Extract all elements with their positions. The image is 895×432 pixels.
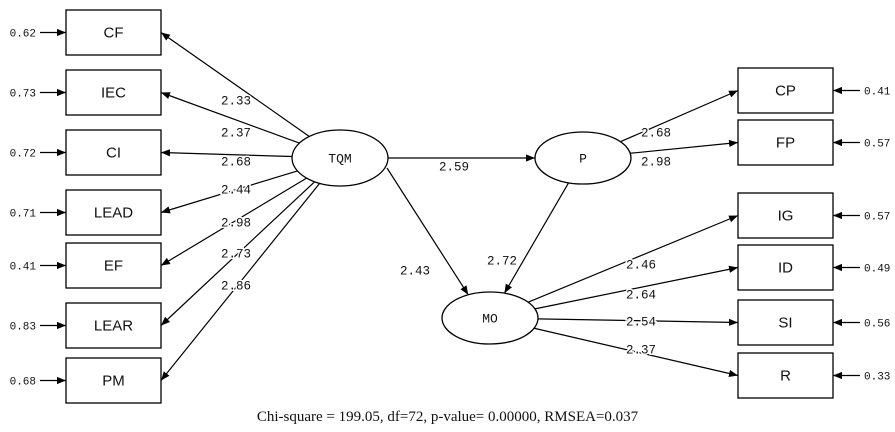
indicator-label-iec: IEC bbox=[101, 84, 126, 101]
loading-value-ig: 2.46 bbox=[626, 258, 656, 272]
error-value-pm: 0.68 bbox=[10, 376, 36, 388]
error-value-ci: 0.72 bbox=[10, 148, 36, 160]
error-value-fp: 0.57 bbox=[864, 138, 890, 150]
error-value-id: 0.49 bbox=[864, 263, 890, 275]
indicator-box-lear bbox=[65, 302, 162, 349]
loading-arrow-fp bbox=[630, 139, 739, 154]
latent-node-mo bbox=[441, 291, 539, 345]
loading-arrow-cp bbox=[620, 89, 739, 143]
latent-node-tqm bbox=[291, 129, 389, 187]
loading-value-cp: 2.68 bbox=[641, 126, 671, 140]
indicator-box-lead bbox=[65, 189, 162, 236]
indicator-box-cf bbox=[65, 9, 162, 56]
loading-value-ci: 2.68 bbox=[221, 155, 251, 169]
indicator-label-ci: CI bbox=[106, 144, 121, 161]
loading-arrow-ci bbox=[160, 149, 293, 158]
indicator-label-lear: LEAR bbox=[94, 317, 133, 334]
error-value-lear: 0.83 bbox=[10, 321, 36, 333]
indicator-label-ig: IG bbox=[778, 207, 794, 224]
loading-arrow-lear bbox=[160, 181, 316, 326]
latent-label-tqm: TQM bbox=[328, 151, 351, 166]
indicator-box-id bbox=[737, 244, 834, 291]
error-value-lead: 0.71 bbox=[10, 208, 37, 220]
error-value-ef: 0.41 bbox=[10, 261, 37, 273]
loading-value-lear: 2.73 bbox=[221, 247, 251, 261]
indicator-box-iec bbox=[65, 69, 162, 116]
indicator-box-si bbox=[737, 299, 834, 346]
fit-statistics: Chi-square = 199.05, df=72, p-value= 0.0… bbox=[256, 409, 639, 425]
loading-arrow-pm bbox=[160, 182, 321, 381]
indicator-label-r: R bbox=[780, 367, 791, 384]
loading-arrow-ig bbox=[527, 214, 739, 303]
latent-label-mo: MO bbox=[482, 311, 498, 326]
latent-label-p: P bbox=[579, 151, 587, 166]
loading-arrow-ef bbox=[160, 177, 307, 267]
indicator-box-fp bbox=[737, 119, 834, 166]
indicator-box-ef bbox=[65, 242, 162, 289]
latent-node-p bbox=[534, 131, 632, 185]
indicator-label-cp: CP bbox=[775, 82, 796, 99]
path-arrow-p-mo bbox=[503, 182, 570, 294]
path-diagram: TQM P MO CF IEC CI LEAD EF LEAR PM CP FP IG ID SI R 2.3… bbox=[10, 9, 891, 404]
error-value-iec: 0.73 bbox=[10, 88, 36, 100]
loading-arrow-lead bbox=[160, 170, 298, 214]
error-value-cp: 0.41 bbox=[864, 86, 891, 98]
loading-value-si: 2.54 bbox=[626, 315, 656, 329]
error-value-ig: 0.57 bbox=[864, 211, 890, 223]
loading-value-cf: 2.33 bbox=[221, 94, 251, 108]
indicator-label-ef: EF bbox=[104, 257, 123, 274]
indicator-label-id: ID bbox=[778, 259, 793, 276]
path-value-tqm-p: 2.59 bbox=[439, 160, 469, 174]
indicator-box-cp bbox=[737, 67, 834, 114]
path-value-p-mo: 2.72 bbox=[487, 254, 517, 268]
error-value-r: 0.33 bbox=[864, 371, 890, 383]
error-value-si: 0.56 bbox=[864, 318, 890, 330]
indicator-box-pm bbox=[65, 357, 162, 404]
loading-value-lead: 2.44 bbox=[221, 183, 251, 197]
indicator-box-ig bbox=[737, 192, 834, 239]
indicator-box-ci bbox=[65, 129, 162, 176]
indicator-label-pm: PM bbox=[102, 372, 125, 389]
loading-arrow-id bbox=[534, 265, 739, 310]
loading-value-ef: 2.98 bbox=[221, 216, 251, 230]
loading-arrow-iec bbox=[160, 91, 300, 144]
loading-arrow-r bbox=[533, 327, 739, 377]
path-value-tqm-mo: 2.43 bbox=[400, 264, 430, 278]
loading-arrow-cf bbox=[160, 32, 310, 137]
indicator-label-lead: LEAD bbox=[94, 204, 133, 221]
loading-arrow-si bbox=[537, 318, 739, 326]
indicator-label-cf: CF bbox=[104, 24, 124, 41]
error-value-cf: 0.62 bbox=[10, 28, 36, 40]
loading-value-id: 2.64 bbox=[626, 288, 656, 302]
loading-value-pm: 2.86 bbox=[221, 279, 251, 293]
loading-value-r: 2.37 bbox=[626, 343, 656, 357]
indicator-label-si: SI bbox=[778, 314, 792, 331]
loading-value-iec: 2.37 bbox=[221, 126, 251, 140]
indicator-box-r bbox=[737, 352, 834, 399]
indicator-label-fp: FP bbox=[776, 134, 795, 151]
loading-value-fp: 2.98 bbox=[641, 155, 671, 169]
path-arrow-tqm-mo bbox=[386, 167, 469, 296]
